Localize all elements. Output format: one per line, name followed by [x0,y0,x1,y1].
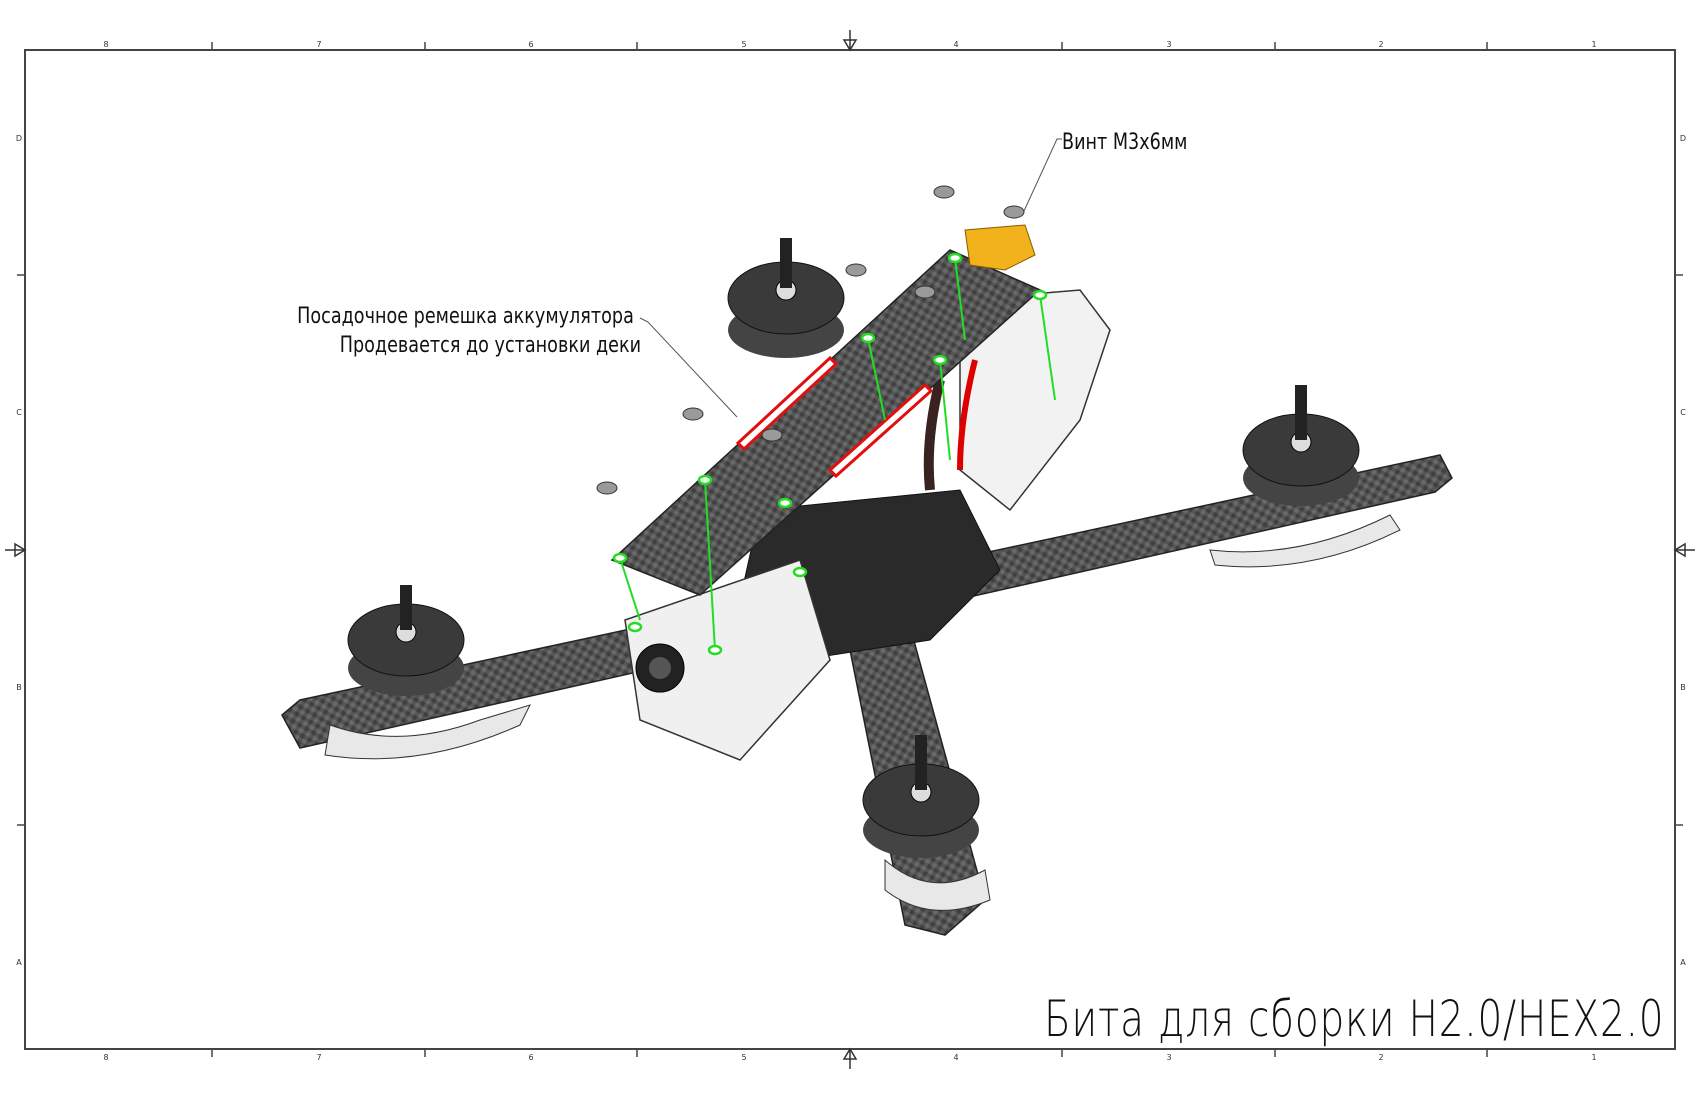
column-label: 4 [953,1053,958,1062]
camera-cage [624,559,831,761]
center-arrows [5,30,1695,1069]
screw-leader-line [1023,138,1062,212]
strap-leader-line [639,317,738,418]
drawing-title: Бита для сборки H2.0/HEX2.0 [1043,990,1664,1048]
row-label: D [1680,134,1686,143]
column-label: 6 [528,1053,533,1062]
screw-annotation: Винт М3х6мм [1062,130,1188,155]
column-label: 3 [1166,1053,1171,1062]
column-label: 2 [1378,40,1383,49]
column-label: 5 [741,1053,746,1062]
motor-front-top [727,238,845,358]
row-label: B [16,683,22,692]
strap-annotation: Посадочное ремешка аккумулятора Продевае… [297,302,641,360]
row-label: C [16,408,22,417]
motor-front-left [347,585,465,696]
row-label: B [1680,683,1686,692]
column-label: 6 [528,40,533,49]
row-label: C [1680,408,1686,417]
column-label: 8 [103,40,108,49]
column-label: 7 [316,40,321,49]
strap-annotation-line1: Посадочное ремешка аккумулятора [297,304,634,329]
column-label: 1 [1591,40,1596,49]
column-label: 5 [741,40,746,49]
row-label: A [1680,958,1686,967]
strap-annotation-line2: Продевается до установки деки [339,333,642,358]
column-label: 3 [1166,40,1171,49]
screws [596,185,1025,495]
motor-right [1242,385,1360,506]
motor-rear [862,735,980,858]
drone-assembly-illustration [281,185,1453,936]
column-label: 4 [953,40,958,49]
xt60-connector [964,224,1036,271]
column-label: 2 [1378,1053,1383,1062]
column-label: 1 [1591,1053,1596,1062]
column-ticks [17,42,1683,1057]
row-label: D [16,134,22,143]
strap-slot-2 [827,382,934,479]
column-label: 8 [103,1053,108,1062]
strap-slot-1 [735,355,839,452]
row-label: A [16,958,22,967]
column-label: 7 [316,1053,321,1062]
